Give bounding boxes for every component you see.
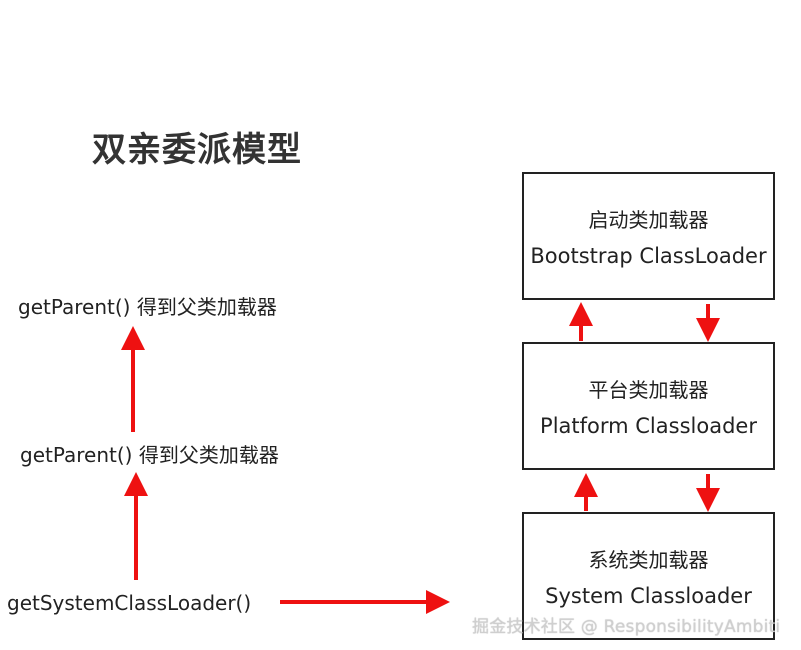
watermark: 掘金技术社区 @ ResponsibilityAmbiti xyxy=(472,617,781,637)
platform-name-en: Platform Classloader xyxy=(540,414,757,438)
system-classloader-box: 系统类加载器 System Classloader xyxy=(522,512,775,640)
platform-classloader-box: 平台类加载器 Platform Classloader xyxy=(522,342,775,470)
get-parent-label-middle: getParent() 得到父类加载器 xyxy=(20,443,279,467)
bootstrap-name-en: Bootstrap ClassLoader xyxy=(530,244,767,268)
bootstrap-name-cn: 启动类加载器 xyxy=(588,208,709,232)
system-name-cn: 系统类加载器 xyxy=(588,548,709,572)
bootstrap-classloader-box: 启动类加载器 Bootstrap ClassLoader xyxy=(522,172,775,300)
platform-name-cn: 平台类加载器 xyxy=(588,378,709,402)
get-system-classloader-label: getSystemClassLoader() xyxy=(7,591,252,615)
get-parent-label-top: getParent() 得到父类加载器 xyxy=(18,295,277,319)
diagram-title: 双亲委派模型 xyxy=(92,130,302,170)
system-name-en: System Classloader xyxy=(545,584,752,608)
